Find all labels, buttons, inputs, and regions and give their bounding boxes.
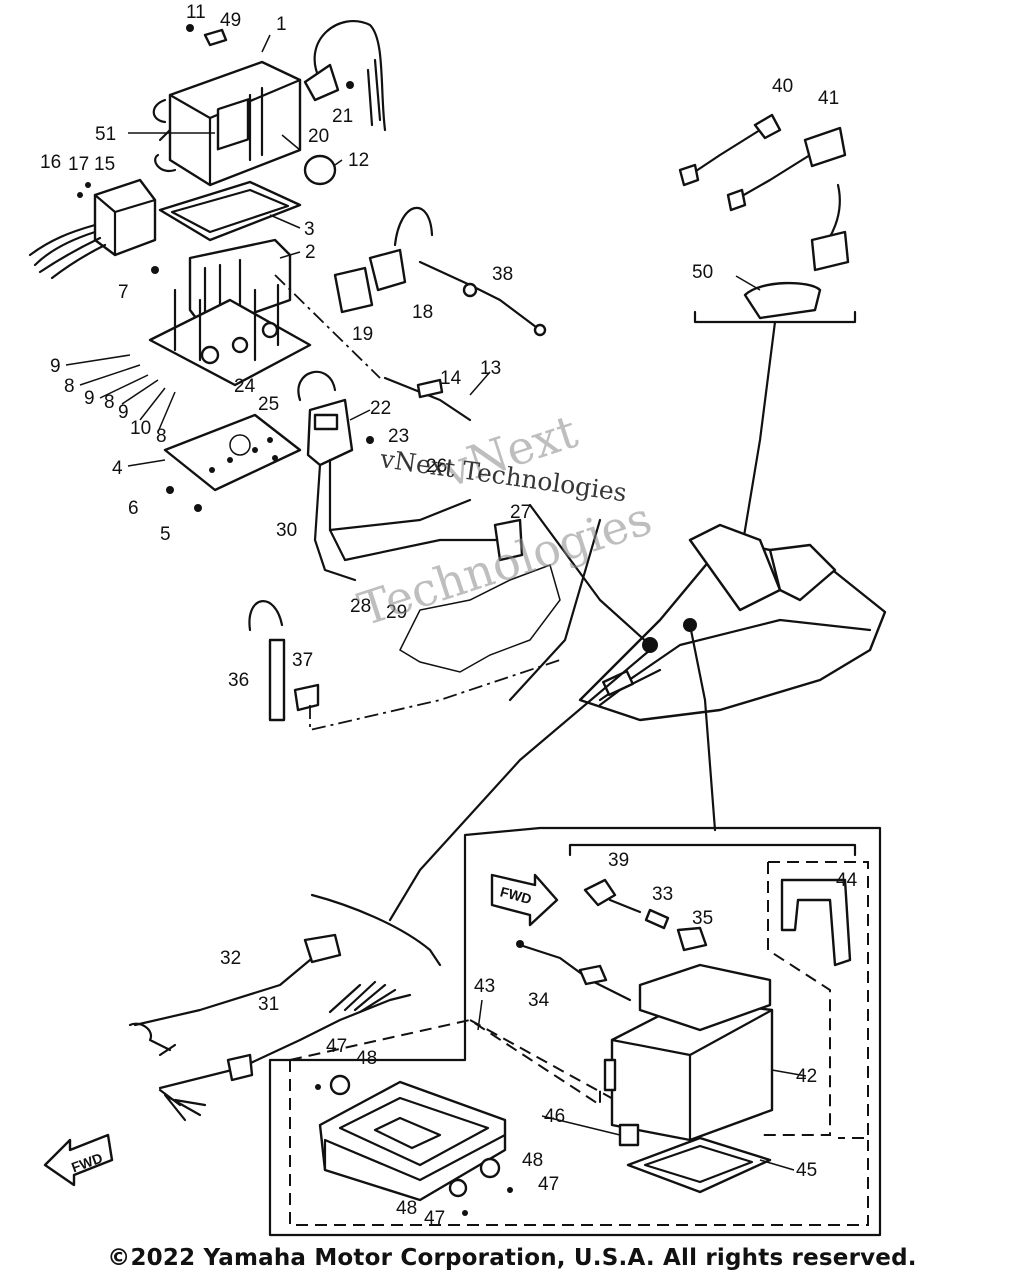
callout-48-c: 48 [396, 1198, 417, 1219]
callout-27: 27 [510, 502, 531, 523]
callout-12: 12 [348, 150, 369, 171]
callout-3: 3 [304, 219, 315, 240]
callout-7: 7 [118, 282, 129, 303]
callout-8-c: 8 [156, 426, 167, 447]
callout-2: 2 [305, 242, 316, 263]
callout-21: 21 [332, 106, 353, 127]
callout-47-c: 47 [424, 1208, 445, 1229]
callout-28: 28 [350, 596, 371, 617]
callout-37: 37 [292, 650, 313, 671]
callout-30: 30 [276, 520, 297, 541]
callout-5: 5 [160, 524, 171, 545]
callout-33: 33 [652, 884, 673, 905]
callout-16: 16 [40, 152, 61, 173]
coil-assembly [274, 206, 547, 422]
callout-15: 15 [94, 154, 115, 175]
electrical-box-cover [28, 19, 387, 512]
ignition-coil [248, 370, 561, 732]
callout-42: 42 [796, 1066, 817, 1087]
callout-35: 35 [692, 908, 713, 929]
callout-26: 26 [426, 456, 447, 477]
callout-17: 17 [68, 154, 89, 175]
exploded-parts-diagram: 11 49 1 51 20 21 12 16 17 15 3 2 7 18 19… [28, 2, 887, 1237]
callout-13: 13 [480, 358, 501, 379]
wire-harness [43, 893, 442, 1187]
callout-25: 25 [258, 394, 279, 415]
callout-22: 22 [370, 398, 391, 419]
callout-11: 11 [186, 2, 206, 23]
callout-51: 51 [95, 124, 116, 145]
callout-38: 38 [492, 264, 513, 285]
callout-40: 40 [772, 76, 793, 97]
callout-41: 41 [818, 88, 839, 109]
callout-32: 32 [220, 948, 241, 969]
callout-50: 50 [692, 262, 713, 283]
callout-29: 29 [386, 602, 407, 623]
callout-47-b: 47 [538, 1174, 559, 1195]
callout-36: 36 [228, 670, 249, 691]
callout-44: 44 [836, 870, 858, 891]
fwd-label-section: FWD [498, 883, 533, 907]
callout-9: 9 [50, 356, 61, 377]
callout-6: 6 [128, 498, 139, 519]
battery-section [268, 826, 882, 1237]
callout-8: 8 [64, 376, 75, 397]
callout-8-b: 8 [104, 392, 115, 413]
callout-39: 39 [608, 850, 629, 871]
callout-34: 34 [528, 990, 550, 1011]
callout-20: 20 [308, 126, 329, 147]
callout-23: 23 [388, 426, 409, 447]
callout-46: 46 [544, 1106, 565, 1127]
callout-48: 48 [356, 1048, 377, 1069]
callout-9-b: 9 [84, 388, 95, 409]
callout-19: 19 [352, 324, 373, 345]
callout-31: 31 [258, 994, 279, 1015]
callout-45: 45 [796, 1160, 817, 1181]
switch-assembly [678, 113, 857, 562]
callout-48-b: 48 [522, 1150, 543, 1171]
callout-labels: 11 49 1 51 20 21 12 16 17 15 3 2 7 18 19… [40, 2, 858, 1229]
watercraft-hull [388, 503, 887, 922]
callout-18: 18 [412, 302, 433, 323]
callout-9-c: 9 [118, 402, 129, 423]
callout-24: 24 [234, 376, 256, 397]
callout-10: 10 [130, 418, 151, 439]
callout-43: 43 [474, 976, 495, 997]
copyright-notice: ©2022 Yamaha Motor Corporation, U.S.A. A… [107, 1245, 917, 1271]
callout-49: 49 [220, 10, 241, 31]
callout-4: 4 [112, 458, 123, 479]
callout-14: 14 [440, 368, 462, 389]
leader-lines [65, 34, 807, 1171]
callout-47: 47 [326, 1036, 347, 1057]
watermark-line2: Technologies [352, 491, 658, 636]
callout-1: 1 [276, 14, 287, 35]
